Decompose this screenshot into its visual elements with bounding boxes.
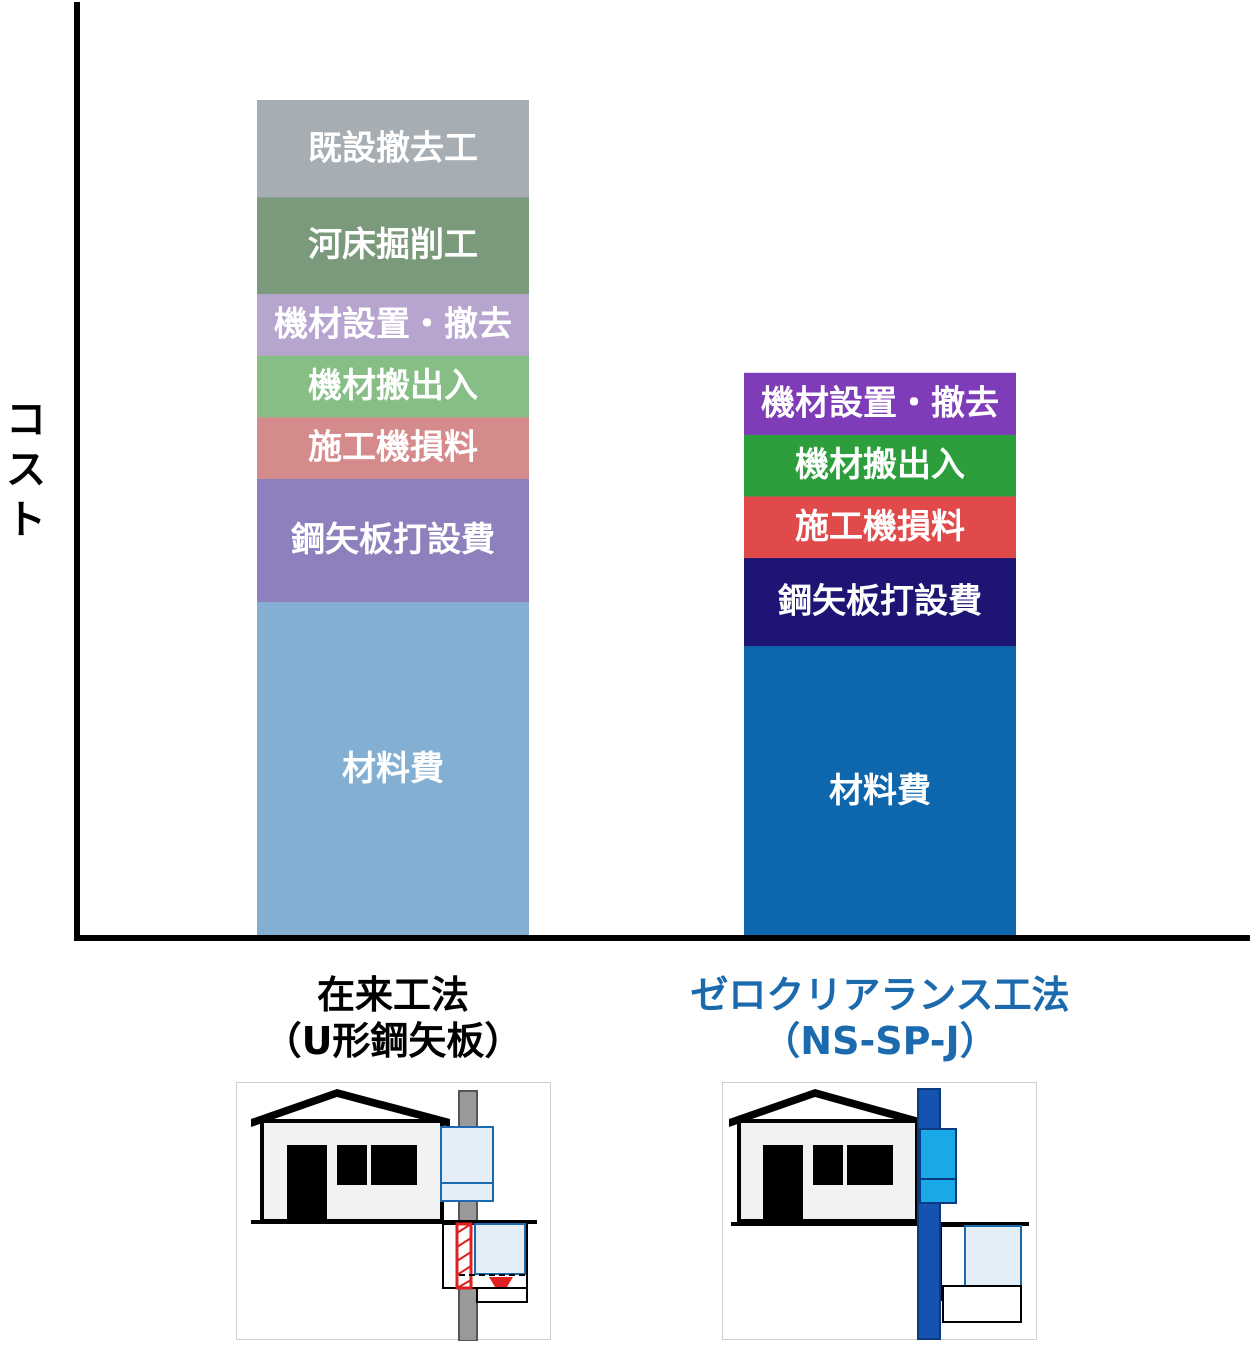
bar-segment-label: 材料費 bbox=[342, 749, 444, 789]
category-label-line2: （U形鋼矢板） bbox=[263, 1019, 523, 1063]
bar-segment-label: 鋼矢板打設費 bbox=[291, 520, 495, 560]
category-label-zero-clearance: ゼロクリアランス工法 （NS-SP-J） bbox=[630, 972, 1130, 1064]
bar-segment-label: 機材搬出入 bbox=[308, 366, 478, 406]
category-label-conventional: 在来工法 （U形鋼矢板） bbox=[213, 972, 573, 1064]
bar-segment-label: 施工機損料 bbox=[795, 507, 965, 547]
bar-segment bbox=[257, 293, 529, 356]
illustration-zero-clearance bbox=[722, 1082, 1037, 1340]
house-illustration bbox=[251, 1089, 537, 1342]
bar-segment bbox=[744, 496, 1016, 559]
bar-segment bbox=[744, 372, 1016, 435]
category-label-line1: ゼロクリアランス工法 bbox=[690, 973, 1070, 1017]
bar-segment-label: 材料費 bbox=[829, 771, 931, 811]
bar-segment bbox=[257, 416, 529, 479]
y-axis-label-char: ト bbox=[6, 497, 46, 543]
bar-segment-label: 機材搬出入 bbox=[795, 445, 965, 485]
bar-segment bbox=[257, 100, 529, 198]
y-axis-label-char: コ bbox=[6, 397, 46, 443]
bar-segment bbox=[257, 601, 529, 937]
bar-segment bbox=[744, 645, 1016, 937]
bar-segment-label: 施工機損料 bbox=[308, 428, 478, 468]
category-label-line2: （NS-SP-J） bbox=[762, 1019, 998, 1063]
bar-segment bbox=[744, 557, 1016, 647]
bar-segment-label: 既設撤去工 bbox=[308, 128, 478, 168]
bar-segment-label: 鋼矢板打設費 bbox=[778, 582, 982, 622]
bar-segment bbox=[257, 478, 529, 603]
bar-segment bbox=[744, 434, 1016, 497]
bar-segment-label: 機材設置・撤去 bbox=[274, 304, 512, 344]
bar-segment bbox=[257, 355, 529, 418]
bar-segment-label: 河床掘削工 bbox=[308, 225, 478, 265]
y-axis-label-char: ス bbox=[6, 447, 46, 493]
bar-segment-label: 機材設置・撤去 bbox=[761, 384, 999, 424]
category-label-line1: 在来工法 bbox=[316, 973, 469, 1017]
bars: 材料費鋼矢板打設費施工機損料機材搬出入機材設置・撤去河床掘削工既設撤去工材料費鋼… bbox=[257, 100, 1016, 937]
bar-segment bbox=[257, 196, 529, 295]
illustration-conventional bbox=[236, 1082, 551, 1342]
y-axis-label: コスト bbox=[2, 395, 50, 545]
house-illustration bbox=[729, 1088, 1029, 1340]
